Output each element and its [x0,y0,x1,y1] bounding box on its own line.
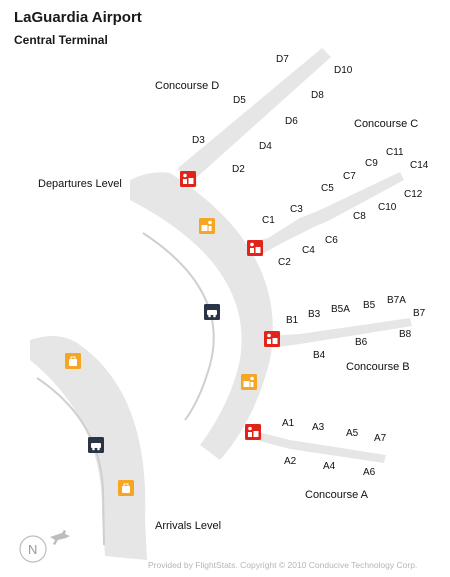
ground-transport-icon [88,437,104,453]
security-checkpoint-icon [264,331,280,347]
gate-b4: B4 [313,350,326,361]
gate-c7: C7 [343,171,356,182]
gate-a3: A3 [312,422,325,433]
compass: N [19,530,70,563]
gate-a2: A2 [284,456,297,467]
concourse-d-pier [178,48,331,188]
footer-credit: Provided by FlightStats. Copyright © 201… [148,560,417,570]
gate-b1: B1 [286,315,299,326]
gate-d7: D7 [276,54,289,65]
concourse-d-label: Concourse D [155,80,219,92]
check-in-icon [199,218,215,234]
concourse-b-pier [266,318,412,348]
gate-b7a: B7A [387,295,406,306]
gate-c10: C10 [378,202,397,213]
gate-c12: C12 [404,189,423,200]
gate-d3: D3 [192,135,205,146]
departures-level-label: Departures Level [38,178,122,190]
check-in-icon [241,374,257,390]
gate-c5: C5 [321,183,334,194]
gate-c1: C1 [262,215,275,226]
map-subtitle: Central Terminal [14,33,108,47]
gate-d5: D5 [233,95,246,106]
gate-b8: B8 [399,329,412,340]
gate-a6: A6 [363,467,376,478]
concourse-b-label: Concourse B [346,361,410,373]
map-title: LaGuardia Airport [14,9,142,26]
gate-b7: B7 [413,308,426,319]
arrivals-arc-line [36,377,105,546]
gate-a7: A7 [374,433,387,444]
gate-a5: A5 [346,428,359,439]
departures-level-area [130,172,273,461]
gate-d10: D10 [334,65,353,76]
inner-arc-line [142,232,215,421]
arrivals-level-label: Arrivals Level [155,520,221,532]
gate-b6: B6 [355,337,368,348]
arrivals-connector [93,378,120,400]
gate-d8: D8 [311,90,324,101]
gate-c3: C3 [290,204,303,215]
gate-d4: D4 [259,141,272,152]
concourse-a-label: Concourse A [305,489,369,501]
gate-c8: C8 [353,211,366,222]
gate-c11: C11 [386,147,404,158]
gate-a4: A4 [323,461,336,472]
gate-c9: C9 [365,158,378,169]
concourse-c-pier [248,172,404,254]
gate-b5: B5 [363,300,376,311]
compass-north-label: N [28,542,37,557]
security-checkpoint-icon [245,424,261,440]
gate-b3: B3 [308,309,321,320]
concourse-a-pier [250,430,386,463]
plane-icon [50,530,70,545]
gate-d6: D6 [285,116,298,127]
gate-d2: D2 [232,164,245,175]
gate-c2: C2 [278,257,291,268]
gate-c6: C6 [325,235,338,246]
gate-b5a: B5A [331,304,350,315]
gate-c4: C4 [302,245,315,256]
gate-c14: C14 [410,160,429,171]
security-checkpoint-icon [180,171,196,187]
baggage-icon [118,480,134,496]
security-checkpoint-icon [247,240,263,256]
baggage-icon [65,353,81,369]
gate-a1: A1 [282,418,295,429]
ground-transport-icon [204,304,220,320]
concourse-c-label: Concourse C [354,118,418,130]
